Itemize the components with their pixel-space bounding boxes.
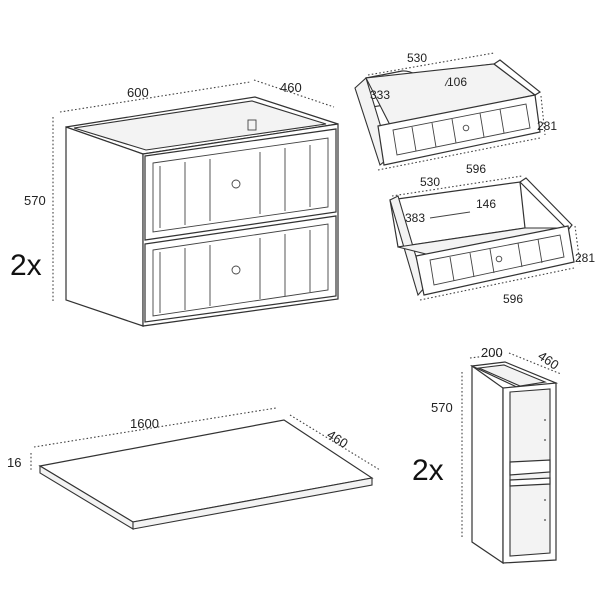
cabinet-depth-label: 460 <box>280 80 302 95</box>
knob-icon <box>462 124 470 132</box>
side-unit-top-inner <box>476 364 548 387</box>
drawer-top-cutout-label: 106 <box>447 75 467 89</box>
cutout-leader-line <box>444 79 449 87</box>
length-dimension-line <box>33 407 277 448</box>
countertop-depth-label: 460 <box>324 427 350 451</box>
drawer-top-detail: 530 333 106 281 596 <box>354 51 557 176</box>
cabinet-side-panel <box>65 126 144 327</box>
countertop-length-label: 1600 <box>130 416 159 431</box>
shelf-pin-holes <box>544 419 546 521</box>
side-unit-quantity-label: 2x <box>412 454 444 487</box>
knob-icon <box>231 179 241 189</box>
drawer-bottom-front-height-label: 281 <box>575 251 595 265</box>
cabinet-hardware <box>247 119 257 131</box>
cabinet-height-label: 570 <box>24 193 46 208</box>
side-unit-shelf-2 <box>509 477 551 487</box>
side-unit-shelf-1 <box>509 459 551 476</box>
side-unit-height-label: 570 <box>431 400 453 415</box>
front-height-dimension-line <box>574 225 581 265</box>
side-unit: 200 460 570 2x <box>412 345 562 565</box>
side-unit-depth-label: 460 <box>535 348 561 373</box>
depth-dimension-line <box>289 414 381 471</box>
countertop: 1600 460 16 <box>7 407 381 530</box>
width-dimension-line <box>469 353 504 359</box>
front-height-dimension-line <box>540 95 546 136</box>
knob-icon <box>231 265 241 275</box>
back-width-dimension-line <box>391 175 523 197</box>
drawer-bottom-side-right <box>519 177 573 231</box>
front-width-dimension-line <box>377 137 541 171</box>
drawer-bottom-side-depth-label: 383 <box>405 211 425 225</box>
side-unit-side-panel <box>471 364 504 565</box>
countertop-side-edge <box>132 477 373 530</box>
cabinet-drawer-front-2 <box>144 215 337 323</box>
drawer-bottom-cutout-label: 146 <box>476 197 496 211</box>
knob-icon <box>495 255 503 263</box>
cabinet-drawer-front-1 <box>144 128 337 241</box>
cabinet-quantity-label: 2x <box>10 249 42 282</box>
drawer-cabinet: 600 460 570 2x <box>10 79 339 327</box>
width-dimension-line <box>59 81 251 113</box>
drawer-bottom-front-width-label: 596 <box>503 292 523 306</box>
drawer-top-side-right <box>492 59 542 96</box>
drawer-top-front <box>377 94 541 166</box>
drawer-top-front-width-label: 596 <box>466 162 486 176</box>
drawer-top-back-width-label: 530 <box>407 51 427 65</box>
back-width-dimension-line <box>367 52 495 76</box>
drawer-top-side-depth-label: 333 <box>370 88 390 102</box>
cabinet-width-label: 600 <box>127 85 149 100</box>
side-unit-width-label: 200 <box>481 345 503 360</box>
countertop-thickness-label: 16 <box>7 455 21 470</box>
depth-dimension-line <box>508 352 562 375</box>
drawer-bottom-detail: 530 383 146 281 596 <box>389 175 595 306</box>
drawer-bottom-front <box>415 225 575 296</box>
depth-dimension-line <box>253 79 335 108</box>
drawer-top-front-height-label: 281 <box>537 119 557 133</box>
cutout-leader-line <box>429 211 471 219</box>
cabinet-inner-opening <box>73 100 327 151</box>
drawer-bottom-back-width-label: 530 <box>420 175 440 189</box>
